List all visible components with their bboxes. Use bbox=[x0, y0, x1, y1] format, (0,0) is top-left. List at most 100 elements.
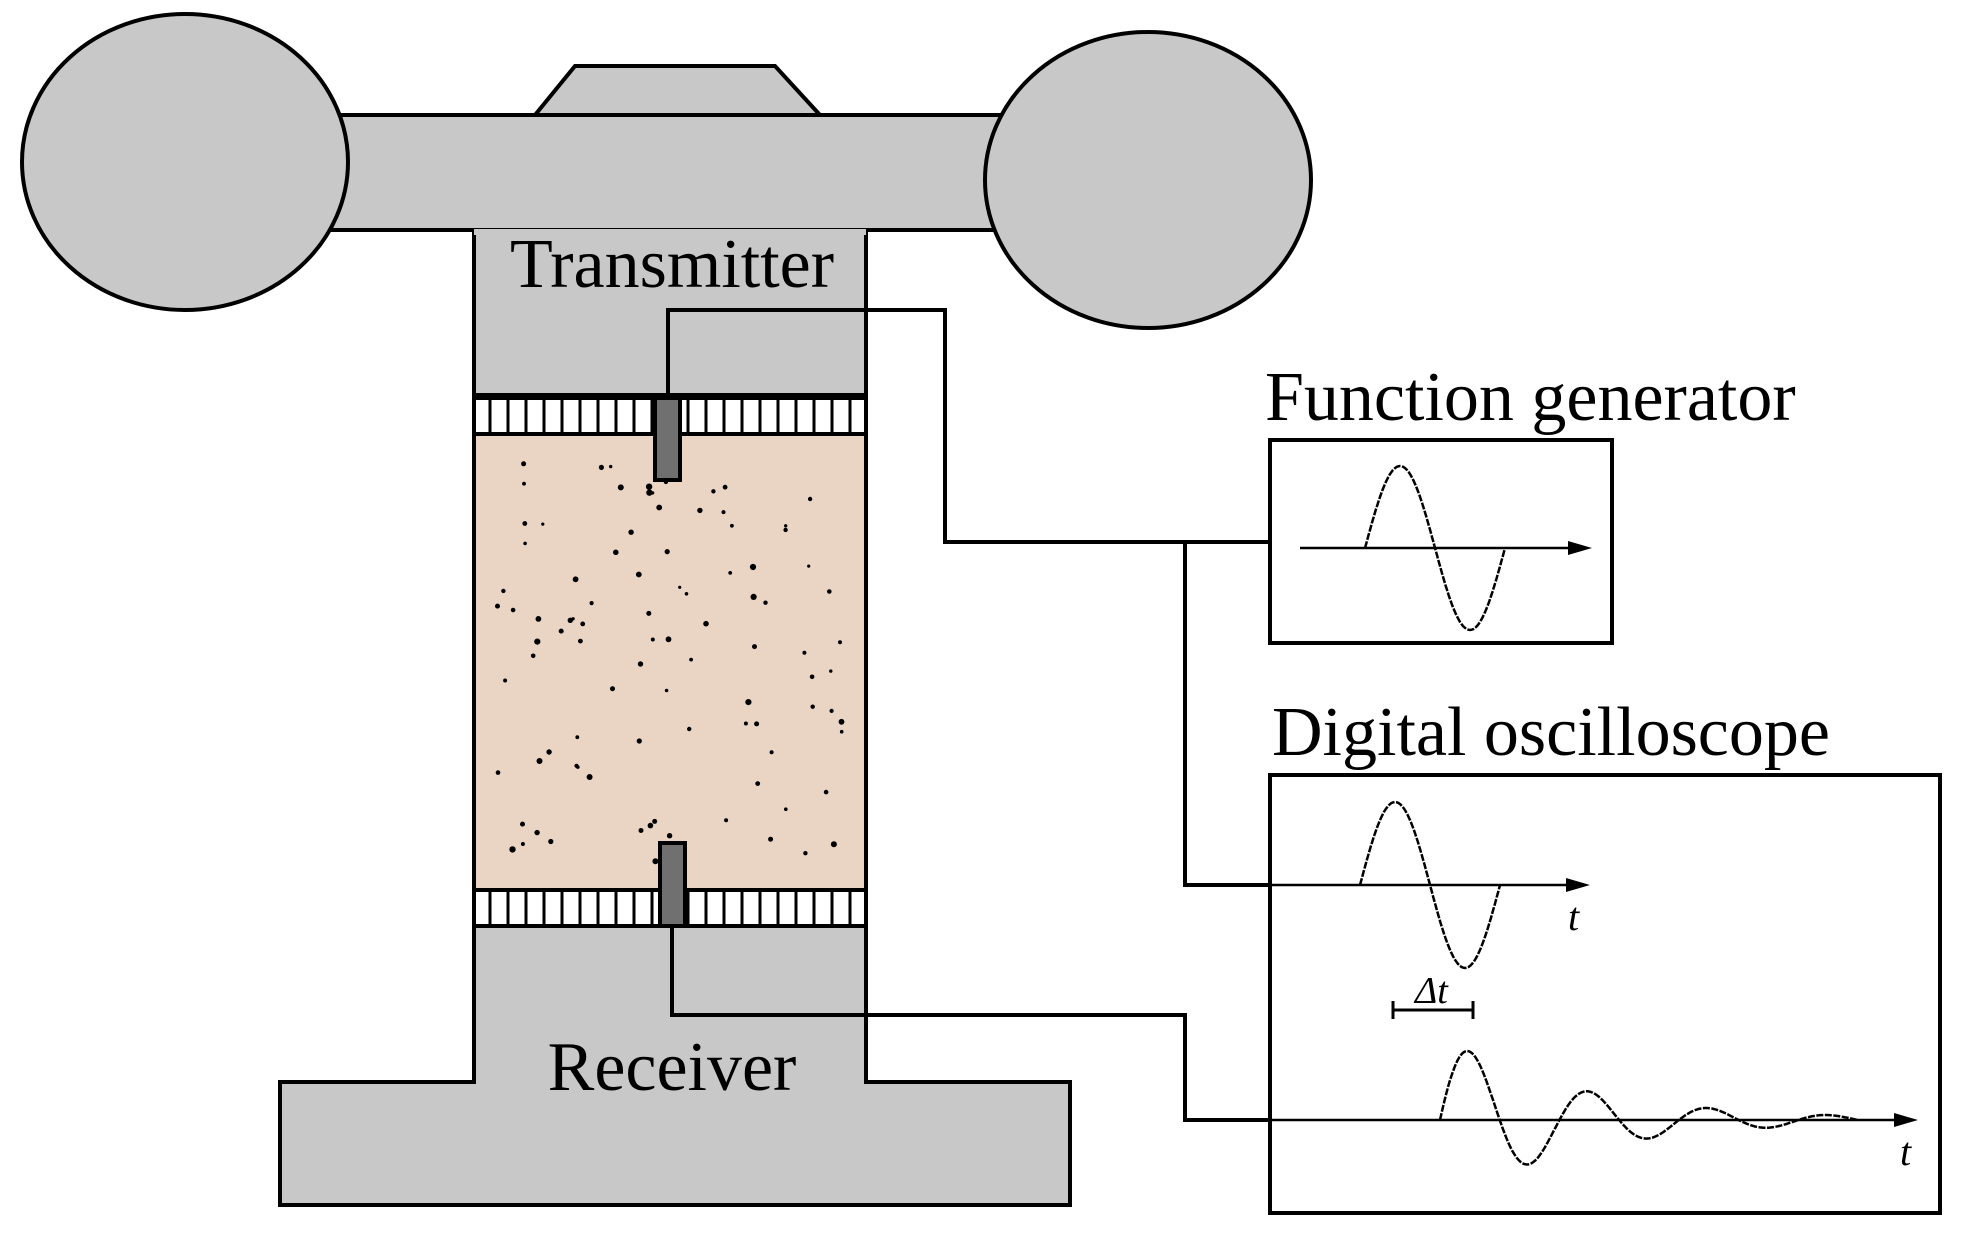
soil-particle bbox=[802, 650, 807, 655]
soil-particle bbox=[838, 640, 842, 645]
soil-particle bbox=[687, 726, 692, 732]
soil-particle bbox=[666, 833, 673, 839]
soil-particle bbox=[574, 763, 579, 768]
soil-particle bbox=[784, 524, 788, 528]
left-handle bbox=[20, 12, 350, 312]
soil-particle bbox=[575, 735, 580, 740]
generator-axis-arrow bbox=[1568, 541, 1592, 555]
soil-particle bbox=[646, 610, 652, 616]
top-cap-bar bbox=[268, 113, 1072, 232]
soil-particle bbox=[678, 585, 682, 589]
damped-wave-icon bbox=[1438, 1049, 1859, 1166]
soil-particle bbox=[617, 484, 624, 491]
soil-particle bbox=[752, 644, 757, 650]
soil-particle bbox=[522, 481, 526, 486]
soil-particle bbox=[689, 657, 693, 662]
soil-particle bbox=[784, 807, 788, 811]
soil-particle bbox=[495, 770, 501, 775]
soil-particle bbox=[598, 464, 605, 470]
soil-particle bbox=[645, 483, 653, 490]
soil-particle bbox=[522, 521, 528, 526]
soil-particle bbox=[810, 704, 815, 709]
soil-particle bbox=[722, 484, 728, 490]
soil-particle bbox=[534, 829, 540, 836]
soil-particle bbox=[829, 669, 833, 673]
soil-particle bbox=[495, 603, 500, 609]
soil-particle bbox=[637, 661, 644, 667]
soil-particle bbox=[536, 758, 543, 764]
delta-t-marker bbox=[1391, 1001, 1475, 1019]
top-cap-assembly bbox=[20, 12, 1313, 397]
soil-particle bbox=[664, 688, 669, 693]
soil-particle bbox=[743, 721, 748, 726]
soil-particle bbox=[541, 522, 545, 526]
soil-particle bbox=[823, 789, 829, 795]
soil-particle bbox=[586, 774, 593, 780]
soil-particle bbox=[548, 838, 554, 845]
soil-particle bbox=[656, 504, 663, 511]
soil-particle bbox=[830, 841, 837, 848]
soil-particle bbox=[665, 636, 672, 643]
soil-particle bbox=[636, 738, 642, 744]
soil-particle bbox=[749, 563, 757, 571]
soil-particle bbox=[711, 489, 716, 494]
sine-pulse-icon bbox=[1358, 800, 1502, 970]
soil-particle bbox=[609, 464, 613, 469]
soil-particle bbox=[783, 527, 788, 533]
soil-particle bbox=[546, 749, 552, 755]
function-generator-label: Function generator bbox=[1265, 359, 1796, 436]
soil-particle bbox=[829, 708, 834, 714]
soil-particle bbox=[520, 821, 525, 827]
soil-particle bbox=[827, 589, 832, 594]
soil-particle bbox=[572, 576, 579, 583]
soil-particle bbox=[628, 529, 634, 535]
soil-particle bbox=[635, 571, 642, 578]
soil-particle bbox=[838, 718, 845, 725]
soil-particle bbox=[510, 607, 516, 613]
soil-particle bbox=[839, 729, 844, 734]
top-cap-knob bbox=[530, 64, 825, 117]
soil-particle bbox=[728, 571, 733, 575]
transmitter-label: Transmitter bbox=[510, 226, 834, 303]
transmitter-wire bbox=[666, 308, 1270, 544]
soil-particle bbox=[650, 637, 655, 642]
soil-particle bbox=[503, 678, 508, 683]
bottom-pedestal bbox=[278, 924, 1072, 1207]
soil-particle bbox=[730, 523, 734, 528]
soil-particle bbox=[589, 601, 594, 606]
receiver-wire bbox=[670, 926, 1270, 1122]
soil-particle bbox=[534, 638, 541, 645]
soil-particle bbox=[501, 588, 506, 594]
delta-t-label: Δt bbox=[1413, 970, 1449, 1012]
soil-particle bbox=[523, 541, 527, 546]
digital-oscilloscope-label: Digital oscilloscope bbox=[1272, 694, 1830, 771]
soil-particle bbox=[684, 592, 689, 596]
sine-pulse-icon bbox=[1363, 464, 1507, 632]
soil-particle bbox=[571, 617, 575, 621]
soil-particle bbox=[745, 699, 752, 706]
soil-particle bbox=[521, 461, 527, 467]
digital-oscilloscope-box: t t Δt bbox=[1268, 773, 1942, 1215]
soil-particle bbox=[638, 828, 644, 833]
soil-particle bbox=[807, 496, 813, 502]
soil-particle bbox=[646, 489, 653, 496]
receiver-bender-element bbox=[658, 841, 687, 928]
soil-particle bbox=[652, 818, 658, 824]
soil-particle bbox=[809, 674, 815, 680]
soil-particle bbox=[755, 781, 761, 786]
scope-axis-2-arrow bbox=[1894, 1113, 1918, 1127]
soil-particle bbox=[520, 842, 525, 846]
transmitter-bender-element bbox=[653, 396, 682, 482]
soil-particle bbox=[509, 846, 516, 853]
soil-particle bbox=[530, 653, 536, 659]
time-axis-label-2: t bbox=[1900, 1129, 1912, 1174]
soil-particle bbox=[703, 620, 709, 627]
scope-axis-1-arrow bbox=[1566, 878, 1590, 892]
soil-particle bbox=[697, 507, 703, 514]
right-handle bbox=[983, 30, 1313, 330]
function-generator-box bbox=[1268, 438, 1614, 645]
soil-particle bbox=[647, 822, 654, 829]
generator-to-scope-wire bbox=[1183, 542, 1270, 887]
soil-particle bbox=[768, 836, 774, 842]
